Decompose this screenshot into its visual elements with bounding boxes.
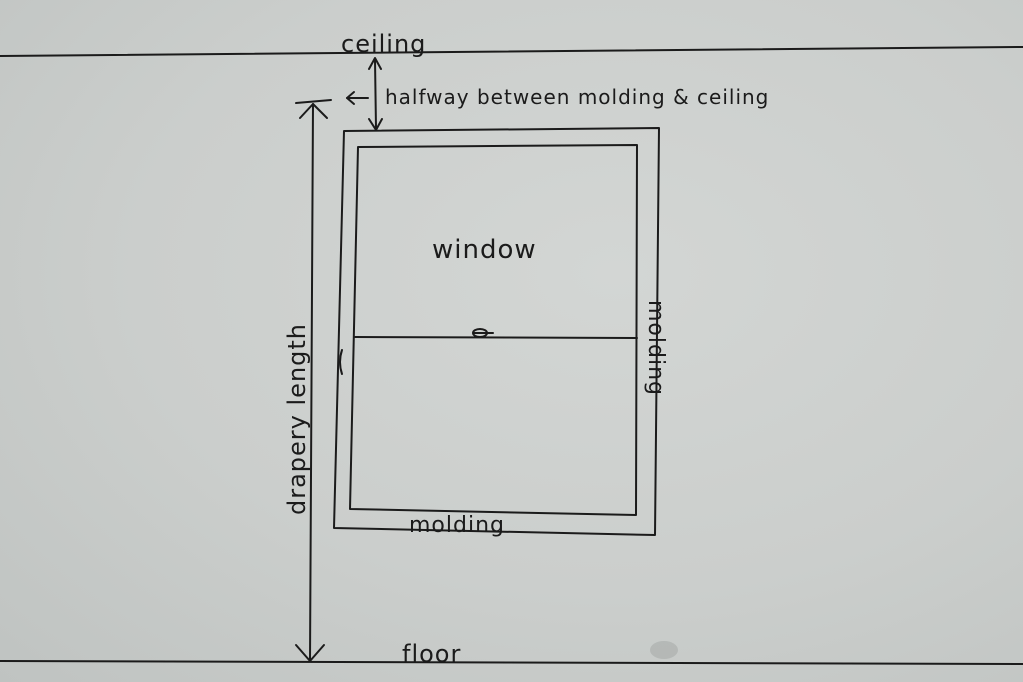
drapery-length-arrow <box>295 99 332 662</box>
molding-bottom-label: molding <box>409 513 505 538</box>
sash-divider <box>354 336 638 339</box>
drapery-length-label: drapery length <box>283 323 311 515</box>
rod-height-label: halfway between molding & ceiling <box>385 85 769 109</box>
smudge-mark <box>650 641 678 659</box>
ceiling-label: ceiling <box>341 30 426 58</box>
floor-label: floor <box>402 640 461 668</box>
floor-line <box>0 660 1023 665</box>
sash-lock-icon <box>472 328 494 338</box>
molding-right-label: molding <box>643 300 668 396</box>
molding-outline <box>333 127 660 536</box>
rod-height-pointer-arrow <box>346 91 369 105</box>
molding-mark <box>339 349 343 375</box>
window-pane-outline <box>349 144 638 516</box>
window-label: window <box>432 235 537 265</box>
ceiling-molding-arrow <box>368 57 383 131</box>
ceiling-line <box>0 46 1023 57</box>
